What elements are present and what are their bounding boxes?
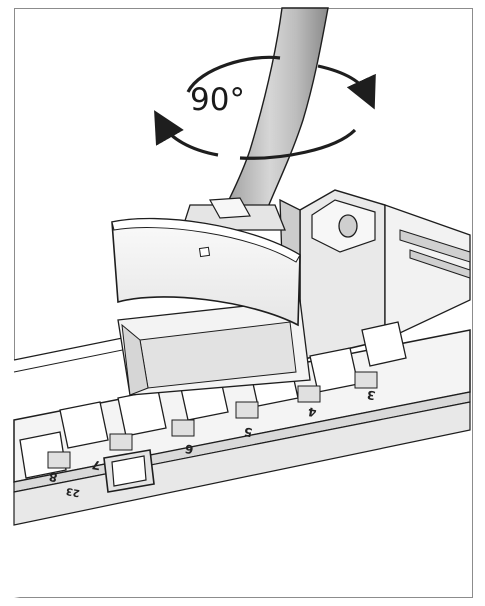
rotating-cap [111, 197, 301, 327]
rotation-arrows [154, 55, 376, 160]
rotation-angle-label: 90° [190, 82, 245, 118]
rail-clip [103, 449, 155, 493]
connector-body [117, 299, 311, 396]
mounting-bracket [279, 189, 471, 362]
rail-small-marking: 23 [65, 484, 81, 499]
